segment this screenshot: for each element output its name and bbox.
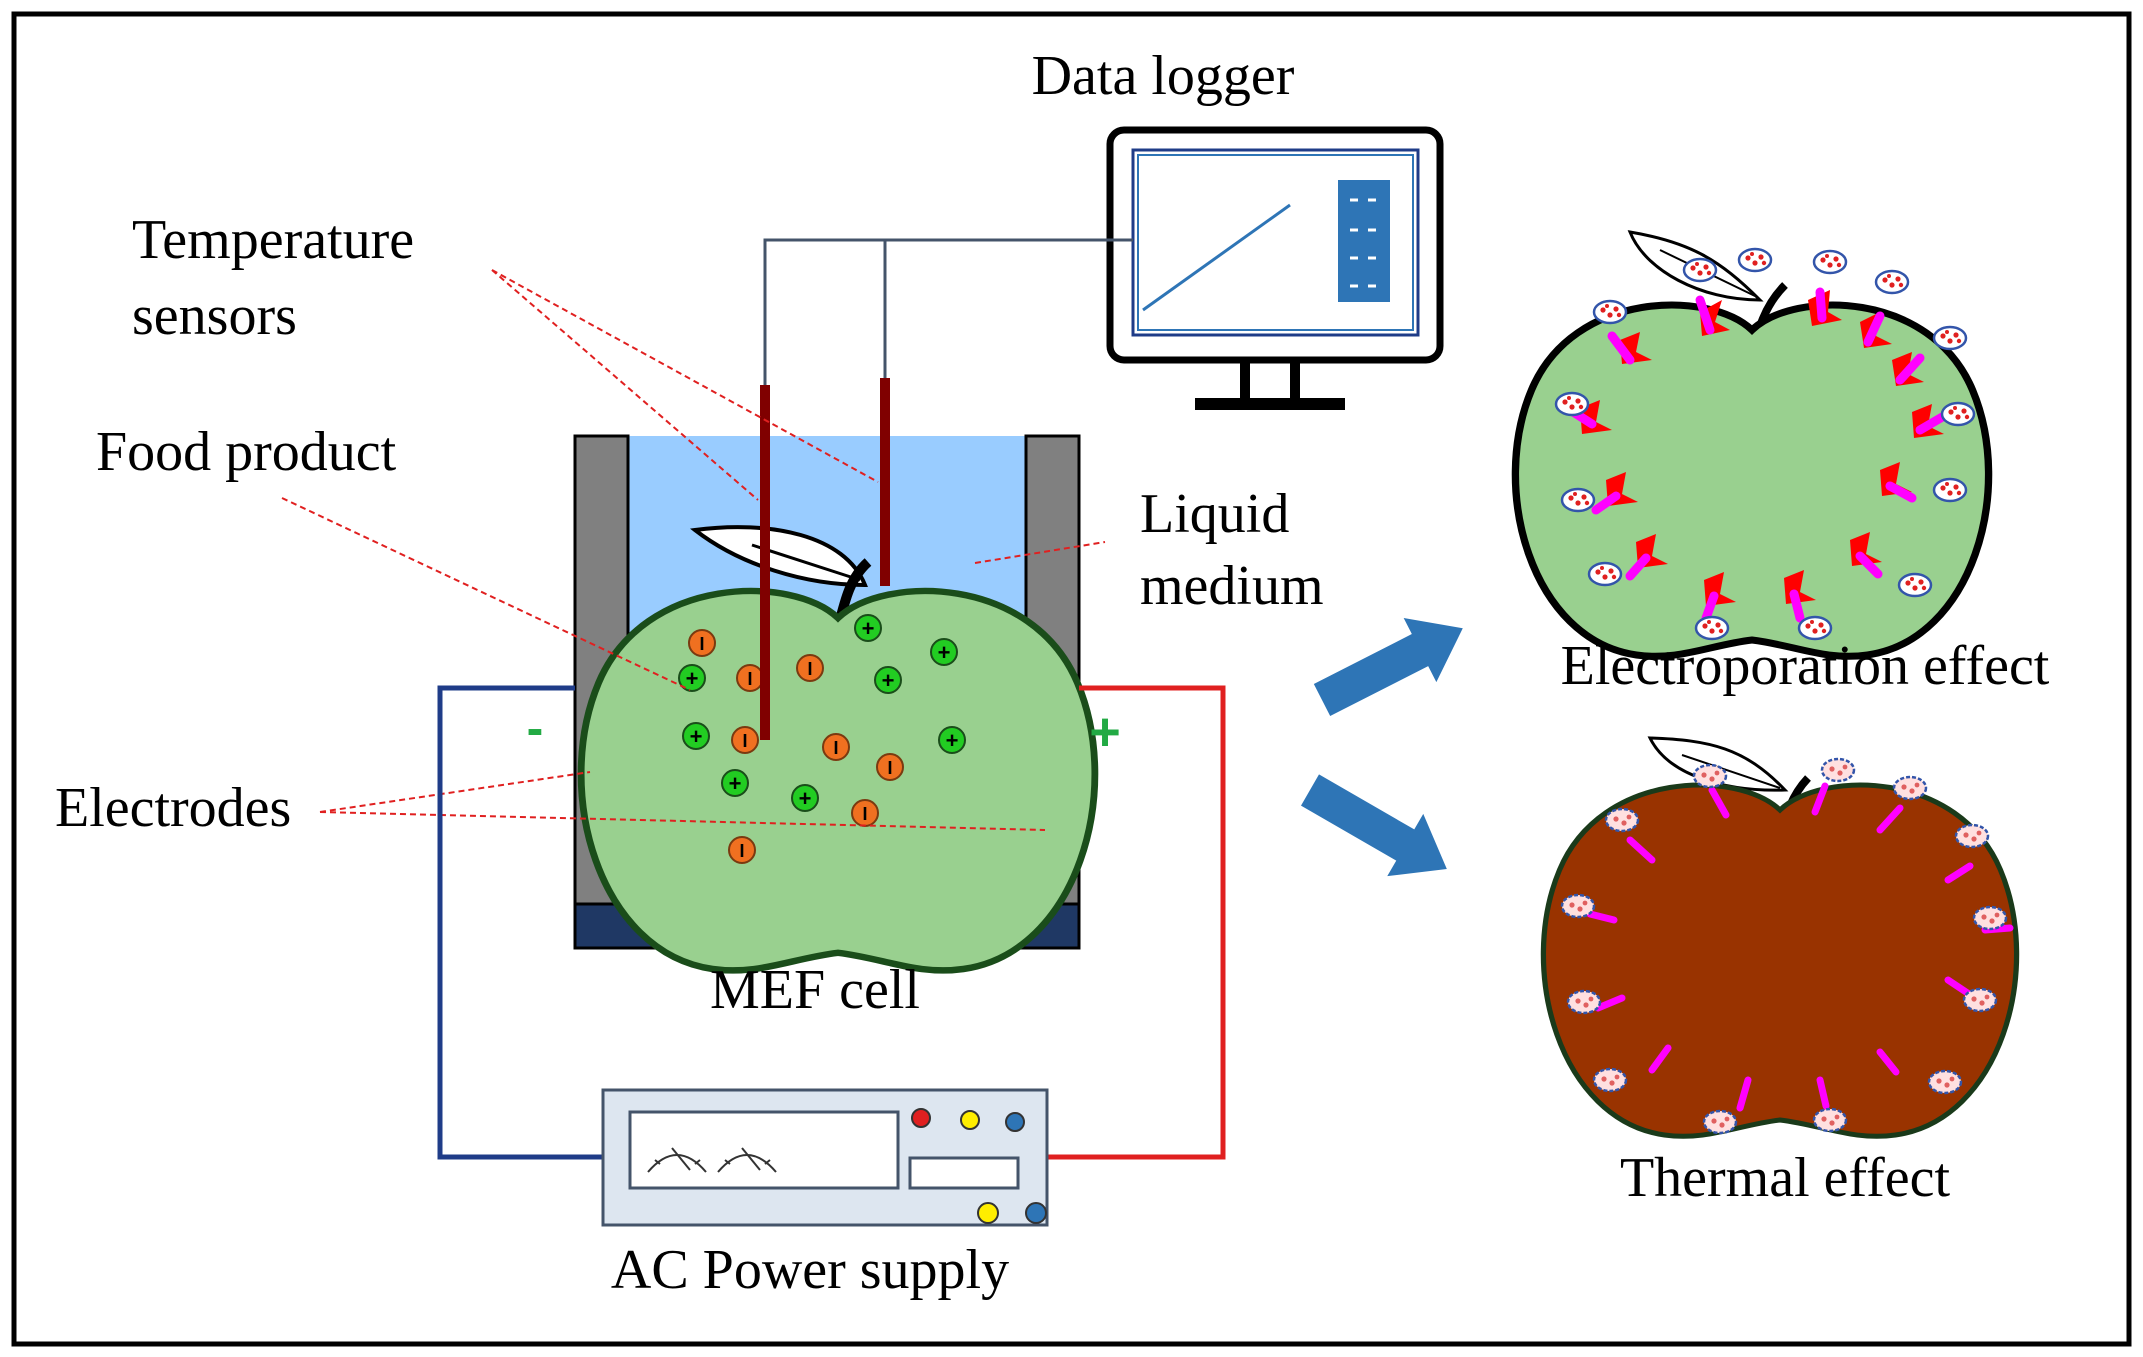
data-logger-display: [1338, 180, 1390, 302]
temperature-sensors-label-line1: Temperature: [132, 209, 414, 271]
blue-knob-bottom-icon: [1025, 1202, 1047, 1224]
thermal-apple: [1543, 736, 2016, 1136]
data-logger-trace: [1142, 203, 1291, 312]
data-logger-monitor: [1106, 126, 1444, 410]
svg-text:+: +: [946, 728, 959, 753]
wire-positive: [1047, 685, 1226, 1160]
negative-sign: -: [527, 700, 544, 756]
thermal-effect-label: Thermal effect: [1620, 1147, 1951, 1209]
temperature-sensors: [760, 378, 890, 740]
svg-text:+: +: [690, 724, 703, 749]
yellow-knob-bottom-icon: [977, 1202, 999, 1224]
wire-negative: [437, 685, 603, 1160]
arrow-to-thermal: [1301, 774, 1447, 877]
liquid-medium-label-line2: medium: [1140, 555, 1324, 617]
svg-text:I: I: [862, 804, 867, 824]
red-knob-icon: [911, 1108, 931, 1128]
blue-knob-icon: [1005, 1112, 1025, 1132]
svg-text:+: +: [862, 616, 875, 641]
svg-text:+: +: [938, 640, 951, 665]
positive-sign: +: [1089, 702, 1121, 762]
ac-power-supply-label: AC Power supply: [611, 1239, 1009, 1301]
temperature-sensors-label-line2: sensors: [132, 285, 297, 347]
food-product-label: Food product: [96, 421, 397, 483]
svg-text:I: I: [747, 669, 752, 689]
thermal-arrows: [1586, 782, 2014, 1112]
analog-meter-icon: [647, 1147, 777, 1173]
electrodes-label: Electrodes: [55, 777, 291, 839]
mef-cell-label: MEF cell: [710, 959, 920, 1021]
electroporation-effect-label: Electroporation effect: [1561, 635, 2050, 697]
liquid-medium-label-line1: Liquid: [1140, 483, 1289, 545]
yellow-knob-icon: [960, 1110, 980, 1130]
svg-text:I: I: [699, 634, 704, 654]
ac-power-supply: [601, 1088, 1049, 1227]
svg-text:I: I: [887, 758, 892, 778]
data-logger-label: Data logger: [1032, 45, 1295, 107]
positive-ions: + + + + + + + +: [678, 614, 966, 812]
svg-text:+: +: [882, 668, 895, 693]
svg-text:I: I: [833, 738, 838, 758]
svg-text:I: I: [739, 841, 744, 861]
arrow-to-electroporation: [1313, 617, 1463, 717]
svg-text:I: I: [742, 731, 747, 751]
sensor-cables: [763, 238, 1133, 385]
svg-text:+: +: [799, 786, 812, 811]
svg-text:+: +: [729, 771, 742, 796]
outer-border: [11, 11, 2132, 1347]
negative-ions: I I I I I I I I: [688, 629, 904, 864]
svg-text:I: I: [807, 659, 812, 679]
svg-text:+: +: [686, 666, 699, 691]
